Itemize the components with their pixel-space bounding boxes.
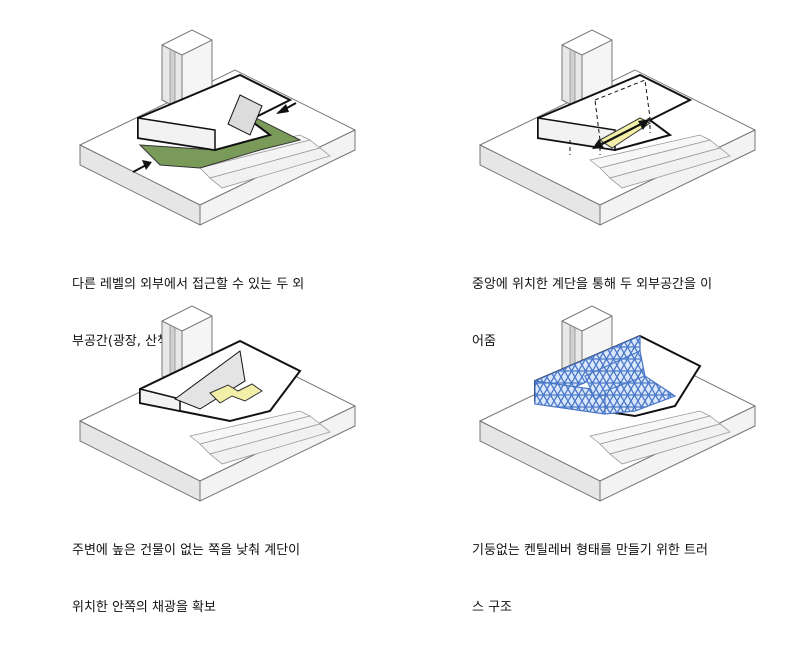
axonometric-diagram-2 <box>478 29 757 226</box>
stepped-stair <box>209 383 263 404</box>
caption-panel-4: 기둥없는 켄틸레버 형태를 만들기 위한 트러 스 구조 <box>472 503 708 655</box>
caption-line: 기둥없는 켄틸레버 형태를 만들기 위한 트러 <box>472 543 708 558</box>
panel-daylight: 주변에 높은 건물이 없는 쪽을 낮춰 계단이 위치한 안쪽의 채광을 확보 <box>0 281 400 615</box>
caption-line: 스 구조 <box>472 600 513 615</box>
terrace-steps <box>589 134 731 189</box>
caption-panel-3: 주변에 높은 건물이 없는 쪽을 낮춰 계단이 위치한 안쪽의 채광을 확보 <box>72 503 300 655</box>
access-arrow-icon <box>276 102 297 114</box>
axonometric-diagram-4 <box>478 305 757 502</box>
panel-central-stair: 중앙에 위치한 계단을 통해 두 외부공간을 이 어줌 <box>400 0 800 349</box>
main-building-volume <box>137 73 293 152</box>
caption-line: 위치한 안쪽의 채광을 확보 <box>72 600 216 615</box>
terrace-steps <box>189 410 331 465</box>
caption-line: 중앙에 위치한 계단을 통해 두 외부공간을 이 <box>472 277 713 292</box>
caption-line: 어줌 <box>472 334 496 349</box>
panel-outdoor-spaces: 다른 레벨의 외부에서 접근할 수 있는 두 외 부공간(광장, 산책로) <box>0 0 400 349</box>
access-arrow-icon <box>132 160 152 173</box>
axonometric-diagram-1 <box>78 29 357 226</box>
caption-panel-2: 중앙에 위치한 계단을 통해 두 외부공간을 이 어줌 <box>472 237 712 389</box>
connection-arrow-icon <box>592 119 650 149</box>
main-building-volume <box>139 339 302 423</box>
truss-structure <box>534 335 677 415</box>
panel-truss-structure: 기둥없는 켄틸레버 형태를 만들기 위한 트러 스 구조 <box>400 281 800 615</box>
caption-line: 주변에 높은 건물이 없는 쪽을 낮춰 계단이 <box>72 543 301 558</box>
terrace-steps <box>589 410 731 465</box>
axonometric-diagram-3 <box>78 305 357 502</box>
caption-line: 다른 레벨의 외부에서 접근할 수 있는 두 외 <box>72 277 305 292</box>
main-building-volume <box>537 73 693 155</box>
